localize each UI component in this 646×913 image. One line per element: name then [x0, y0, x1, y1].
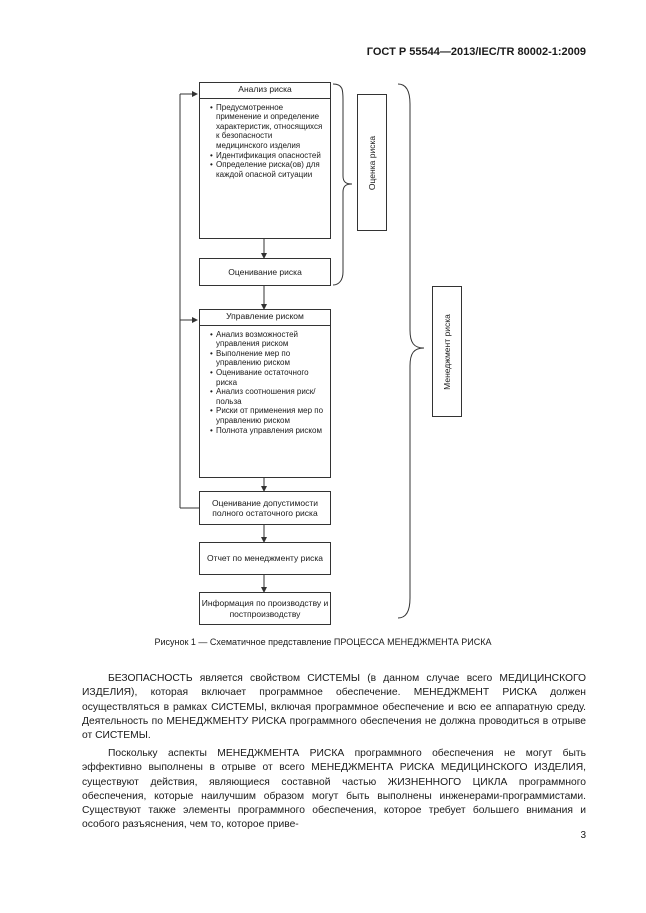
figure-caption: Рисунок 1 — Схематичное представление ПР…	[154, 637, 492, 647]
production-information-box: Информация по производству и постпроизво…	[199, 592, 331, 625]
list-item: Определение риска(ов) для каждой опасной…	[210, 160, 324, 179]
list-item: Предусмотренное применение и определение…	[210, 103, 324, 151]
risk-control-box: Управление риском Анализ возможностей уп…	[199, 309, 331, 478]
document-header: ГОСТ Р 55544—2013/IEC/TR 80002-1:2009	[366, 46, 586, 58]
risk-assessment-label: Оценка риска	[367, 135, 377, 190]
risk-management-report-box: Отчет по менеджменту риска	[199, 542, 331, 575]
body-paragraph: БЕЗОПАСНОСТЬ является свойством СИСТЕМЫ …	[82, 673, 586, 742]
body-paragraph: Поскольку аспекты МЕНЕДЖМЕНТА РИСКА прог…	[82, 748, 586, 831]
residual-risk-acceptability-label: Оценивание допустимости полного остаточн…	[211, 497, 319, 519]
list-item: Выполнение мер по управлению риском	[210, 349, 324, 368]
risk-management-report-label: Отчет по менеджменту риска	[207, 553, 323, 564]
list-item: Оценивание остаточного риска	[210, 368, 324, 387]
list-item: Анализ соотношения риск/польза	[210, 387, 324, 406]
list-item: Полнота управления риском	[210, 426, 324, 436]
risk-analysis-box: Анализ риска Предусмотренное применение …	[199, 82, 331, 239]
risk-assessment-label-box: Оценка риска	[357, 94, 387, 231]
list-item: Идентификация опасностей	[210, 151, 324, 161]
production-information-label: Информация по производству и постпроизво…	[201, 598, 329, 619]
list-item: Риски от применения мер по управлению ри…	[210, 406, 324, 425]
page-number: 3	[580, 830, 586, 841]
risk-analysis-title: Анализ риска	[200, 83, 330, 99]
risk-management-label: Менеджмент риска	[442, 313, 452, 390]
risk-analysis-list: Предусмотренное применение и определение…	[200, 99, 330, 184]
risk-control-title: Управление риском	[200, 310, 330, 326]
risk-management-label-box: Менеджмент риска	[432, 286, 462, 417]
risk-evaluation-label: Оценивание риска	[228, 266, 302, 277]
risk-control-list: Анализ возможностей управления риском Вы…	[200, 326, 330, 440]
list-item: Анализ возможностей управления риском	[210, 330, 324, 349]
residual-risk-acceptability-box: Оценивание допустимости полного остаточн…	[199, 491, 331, 525]
risk-evaluation-box: Оценивание риска	[199, 258, 331, 286]
